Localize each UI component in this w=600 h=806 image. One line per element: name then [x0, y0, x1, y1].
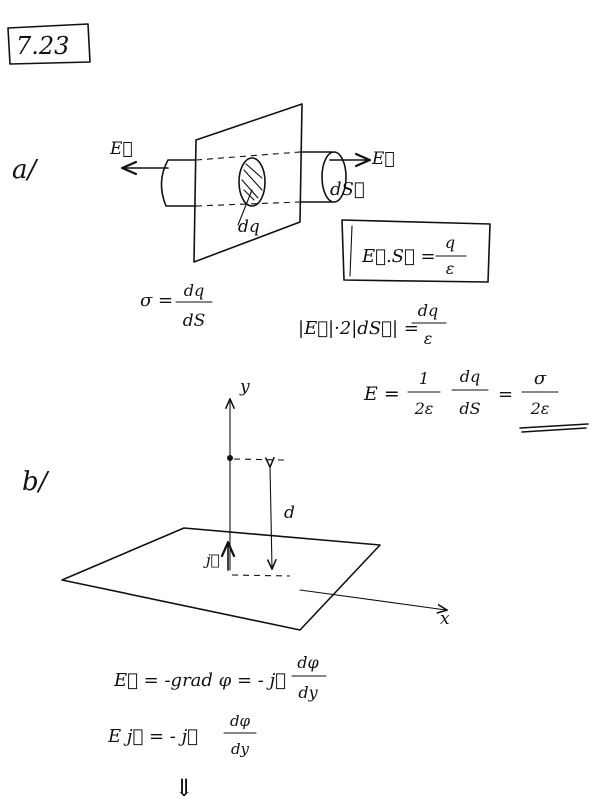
result-eq: =: [498, 384, 513, 405]
distance-label: d: [284, 503, 295, 523]
distance-arrow: [270, 466, 272, 568]
charged-plane-b: [61, 527, 381, 631]
cross-section: [238, 157, 266, 207]
result-f2-num: dq: [460, 367, 480, 386]
unit-vector-label: j⃗: [203, 551, 220, 569]
problem-number: 7.23: [16, 32, 69, 60]
y-axis-label: y: [239, 377, 250, 397]
part-b-label: b/: [22, 467, 50, 497]
sigma-lhs: σ =: [140, 290, 173, 311]
result-f3-den: 2ε: [530, 399, 550, 418]
component-num: dφ: [230, 712, 251, 730]
flux-den: ε: [424, 329, 433, 348]
result-f1-num: 1: [419, 369, 429, 388]
part-a-label: a/: [12, 155, 39, 185]
result-lhs: E =: [363, 383, 400, 405]
gauss-num: q: [445, 233, 455, 252]
gauss-den: ε: [446, 259, 455, 278]
grad-lhs: E⃗ = -grad φ = - j⃗: [113, 670, 286, 691]
sigma-den: dS: [183, 311, 206, 331]
cylinder-end-cap: [321, 151, 347, 203]
field-result-equation: E = 1 2ε dq dS = σ 2ε: [363, 367, 589, 433]
flux-equation: |E⃗|·2|dS⃗| = dq ε: [298, 301, 447, 348]
flux-num: dq: [418, 301, 438, 320]
grad-den: dy: [298, 683, 318, 702]
gauss-law-boxed: E⃗.S⃗ = q ε: [341, 219, 491, 283]
sigma-num: dq: [184, 281, 204, 300]
result-underline: [519, 423, 589, 433]
field-point: [227, 455, 233, 461]
x-axis-label: x: [440, 609, 450, 629]
component-den: dy: [231, 740, 250, 758]
x-axis: [299, 589, 446, 610]
cylinder-right: [299, 151, 333, 203]
plane-point-diagram: y x d j⃗: [61, 377, 450, 631]
result-f1-den: 2ε: [414, 399, 434, 418]
result-f3-num: σ: [534, 368, 547, 389]
sigma-definition: σ = dq dS: [140, 281, 213, 331]
area-label: dS⃗: [330, 179, 365, 200]
flux-lhs: |E⃗|·2|dS⃗| =: [298, 318, 419, 339]
gauss-lhs: E⃗.S⃗ =: [361, 246, 436, 267]
field-right-label: E⃗: [371, 149, 395, 169]
result-f2-den: dS: [459, 399, 480, 418]
implies-arrow: ⇓: [174, 774, 194, 802]
field-left-label: E⃗: [109, 139, 133, 159]
component-lhs: E j⃗ = - j⃗: [107, 726, 198, 747]
problem-number-box: 7.23: [7, 23, 91, 65]
grad-num: dφ: [297, 653, 319, 672]
cylinder-left: [160, 159, 197, 207]
gauss-cylinder-diagram: dq E⃗ E⃗ dS⃗: [109, 103, 395, 263]
gradient-equation: E⃗ = -grad φ = - j⃗ dφ dy: [113, 653, 327, 702]
charge-label: dq: [238, 217, 260, 237]
charged-plane: [193, 103, 303, 263]
component-equation: E j⃗ = - j⃗ dφ dy: [107, 712, 257, 758]
